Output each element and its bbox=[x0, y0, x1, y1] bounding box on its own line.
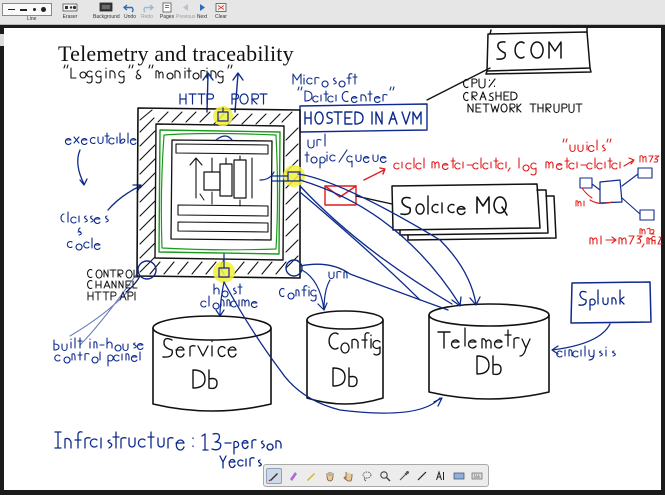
pages-icon bbox=[159, 2, 175, 13]
background-icon bbox=[98, 2, 114, 13]
top-toolbar: Line Eraser Background Undo Redo Pages bbox=[0, 0, 665, 25]
config-port bbox=[285, 259, 303, 277]
eyedropper-icon[interactable] bbox=[396, 468, 412, 484]
toolbar-label-clear: Clear bbox=[215, 14, 227, 20]
control-panel-connector bbox=[69, 274, 141, 346]
host-to-service-arrow bbox=[215, 281, 225, 317]
toolbar-label-background: Background bbox=[93, 14, 120, 20]
zoom-icon[interactable] bbox=[377, 468, 393, 484]
config-db-cylinder bbox=[306, 310, 384, 405]
dot-swatch[interactable] bbox=[32, 8, 36, 11]
scom-metrics-labels bbox=[463, 78, 583, 114]
toolbar-redo-button[interactable]: Redo bbox=[139, 2, 155, 20]
keyboard-icon[interactable] bbox=[469, 468, 485, 484]
sidebar-toggle-tab[interactable] bbox=[0, 34, 4, 46]
toolbar-label-previous: Previous bbox=[176, 14, 196, 20]
toolbar-label-redo: Redo bbox=[141, 14, 153, 20]
analysis-label bbox=[556, 345, 616, 361]
toolbar-clear-button[interactable]: Clear bbox=[213, 2, 229, 20]
scom-box bbox=[485, 27, 592, 75]
line-tool-icon[interactable] bbox=[414, 468, 430, 484]
microsoft-datacenter-label bbox=[292, 73, 395, 104]
toolbar-label-undo: Undo bbox=[124, 14, 136, 20]
telemetry-flows bbox=[223, 173, 481, 414]
config-arrows bbox=[301, 269, 331, 311]
page-title: Telemetry and traceability bbox=[58, 41, 294, 66]
top-arrows bbox=[202, 72, 244, 113]
hosted-in-vm-box bbox=[299, 103, 428, 133]
thin-line-swatch[interactable] bbox=[8, 9, 16, 10]
eraser-icon bbox=[62, 2, 78, 13]
splunk-to-telemetry-arrow bbox=[551, 323, 611, 355]
clear-icon bbox=[213, 2, 229, 13]
toolbar-line-group: Line bbox=[27, 15, 36, 22]
service-db-cylinder bbox=[152, 315, 272, 412]
select-hand-icon[interactable] bbox=[340, 468, 356, 484]
executable-arrow bbox=[77, 149, 88, 186]
pan-hand-icon[interactable] bbox=[322, 468, 338, 484]
toolbar-pages-button[interactable]: Pages bbox=[159, 2, 175, 20]
m1-mapping-label bbox=[589, 235, 663, 248]
control-channel-port bbox=[137, 260, 157, 280]
infrastructure-note bbox=[54, 431, 282, 469]
logging-monitoring-note bbox=[63, 64, 233, 84]
toolbar-label-pages: Pages bbox=[159, 14, 175, 20]
next-icon bbox=[194, 2, 210, 13]
toolbar-label-eraser: Eraser bbox=[62, 14, 78, 20]
highlighter-icon[interactable] bbox=[285, 468, 301, 484]
previous-icon bbox=[178, 2, 194, 13]
port-highlights bbox=[213, 106, 305, 283]
vm-to-scom-connector bbox=[426, 67, 491, 101]
classes-code-label bbox=[60, 211, 109, 251]
url-topic-queue-label bbox=[304, 133, 387, 169]
toolbar-next-button[interactable]: Next bbox=[194, 2, 210, 20]
toolbar-label-line: Line bbox=[27, 16, 37, 22]
port-connector bbox=[223, 175, 289, 269]
redo-icon bbox=[139, 2, 155, 13]
control-panel-label bbox=[53, 337, 144, 367]
toolbar-label-next: Next bbox=[196, 14, 208, 20]
executable-box bbox=[136, 107, 301, 279]
text-tool-icon[interactable] bbox=[433, 468, 449, 484]
config-urn-labels bbox=[279, 270, 348, 302]
message-envelope-icon bbox=[324, 167, 386, 206]
toolbar-undo-button[interactable]: Undo bbox=[122, 2, 138, 20]
uuids-label bbox=[562, 138, 612, 153]
marker-icon[interactable] bbox=[303, 468, 319, 484]
undo-icon bbox=[122, 2, 138, 13]
large-dot-swatch[interactable] bbox=[40, 7, 46, 12]
classes-arrow bbox=[107, 184, 142, 211]
executable-label bbox=[64, 132, 137, 146]
medium-line-swatch[interactable] bbox=[20, 8, 28, 11]
splunk-box bbox=[570, 281, 652, 324]
control-channel-label bbox=[87, 269, 139, 301]
toolbar-eraser-button[interactable]: Eraser bbox=[62, 2, 78, 20]
toolbar-background-button[interactable]: Background bbox=[93, 2, 120, 20]
host-domname-label bbox=[200, 283, 258, 310]
drawing-tools-bar bbox=[263, 464, 489, 487]
toolbar-previous-button[interactable]: Previous bbox=[176, 2, 195, 20]
uuid-flow-diagram bbox=[575, 155, 660, 235]
lasso-icon[interactable] bbox=[359, 468, 375, 484]
solace-mq-box bbox=[391, 183, 557, 241]
pen-icon[interactable] bbox=[266, 467, 283, 484]
http-port-label bbox=[179, 93, 268, 105]
add-meta-data-label bbox=[393, 157, 635, 176]
color-swatch-icon[interactable] bbox=[451, 468, 467, 484]
telemetry-db-cylinder bbox=[428, 303, 550, 400]
line-style-selector[interactable] bbox=[2, 3, 52, 16]
